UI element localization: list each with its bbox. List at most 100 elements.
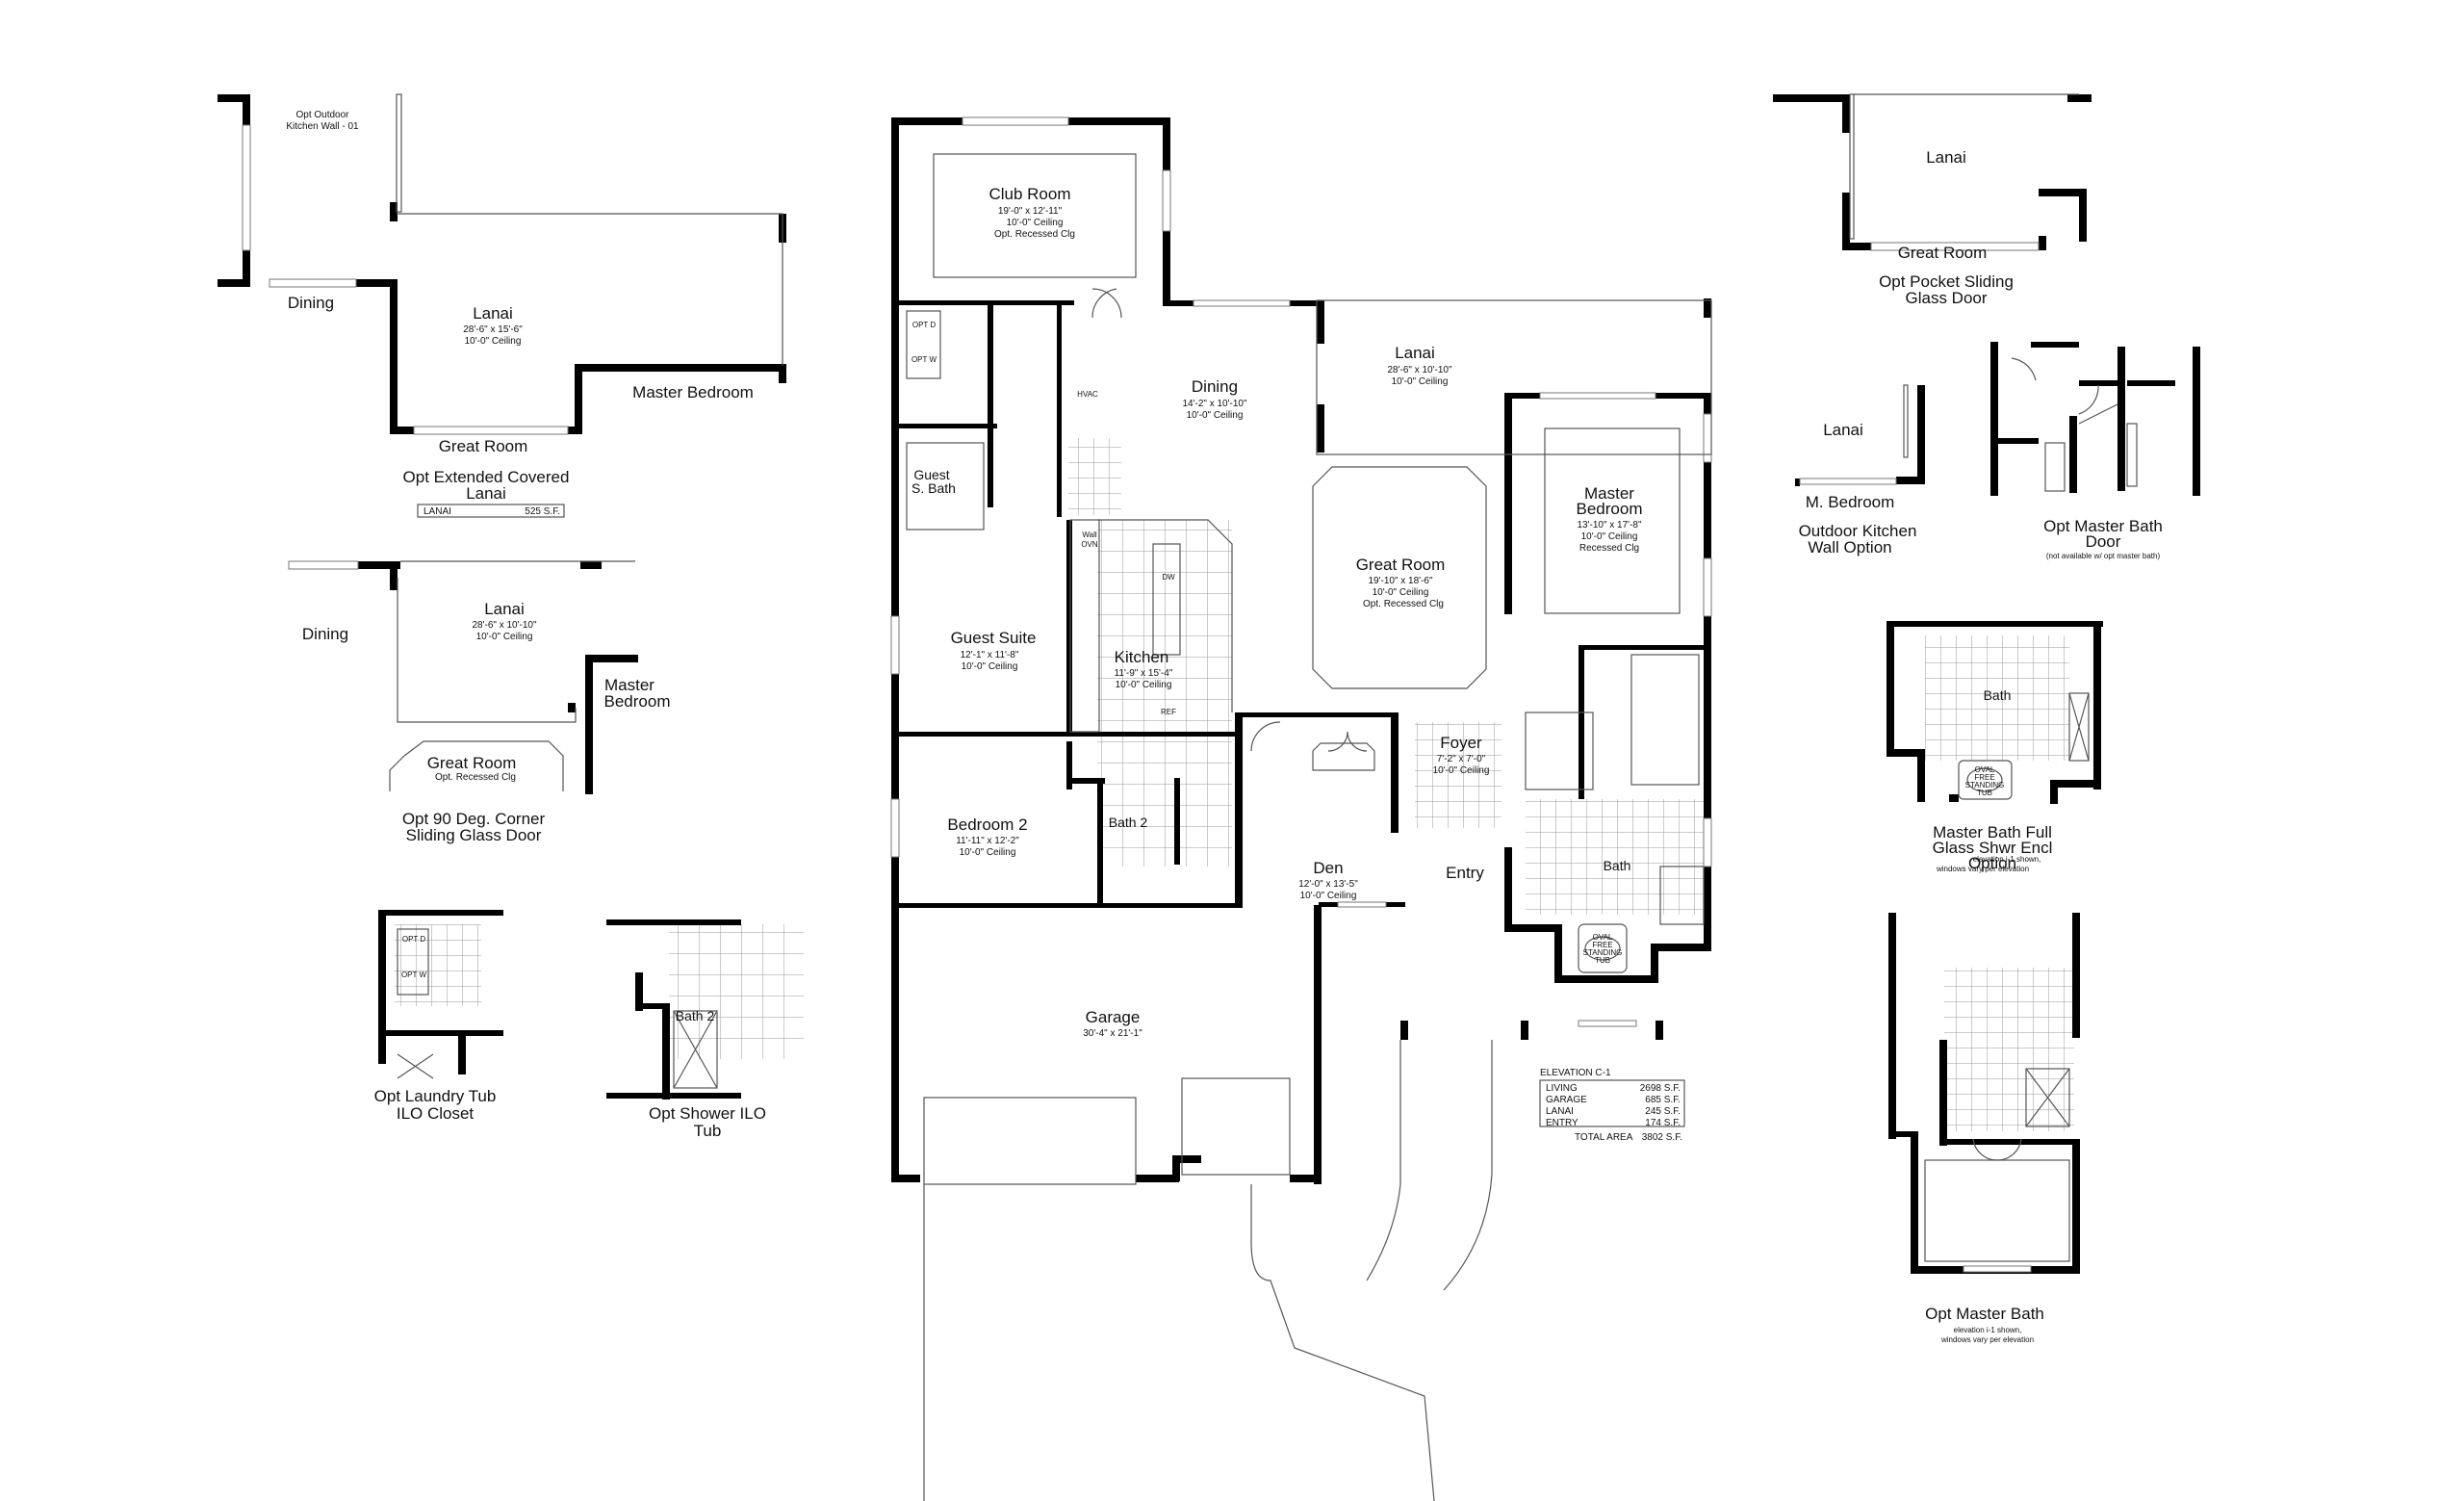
master-bedroom-name-2: Bedroom [1577, 500, 1643, 518]
great-room: Great Room 19'-10" x 18'-6" 10'-0" Ceili… [1356, 556, 1446, 609]
great-room-dims: 19'-10" x 18'-6" [1368, 576, 1433, 586]
windows [890, 116, 1712, 1027]
pantry-tile-floor [1068, 438, 1121, 515]
opt-lanai-area-value: 525 S.F. [525, 506, 560, 517]
lanai: Lanai 28'-6" x 10'-10" 10'-0" Ceiling [1387, 344, 1452, 387]
den-name: Den [1313, 859, 1343, 877]
opt-glass-caption-1: Master Bath Full [1933, 823, 2052, 841]
lanai-ceiling: 10'-0" Ceiling [1392, 376, 1449, 387]
opt-glass-tub-2: FREE [1974, 773, 1994, 782]
great-room-name: Great Room [1356, 556, 1446, 574]
dining-dims: 14'-2" x 10'-10" [1182, 399, 1247, 409]
opt-lanai-area-label: LANAI [424, 506, 451, 517]
foyer: Foyer 7'-2" x 7'-0" 10'-0" Ceiling [1433, 734, 1490, 776]
den-ceiling: 10'-0" Ceiling [1300, 891, 1357, 901]
opt-corner-dining-label: Dining [302, 625, 348, 643]
wall-oven-label-1: Wall [1082, 531, 1096, 539]
area-table-title: ELEVATION C-1 [1540, 1068, 1611, 1078]
area-total-label: TOTAL AREA [1575, 1132, 1633, 1143]
opt-glass-caption-3: Option [1968, 854, 2016, 872]
opt-corner-lanai-dims: 28'-6" x 10'-10" [472, 620, 537, 631]
opt-lanai-caption-2: Lanai [466, 484, 506, 503]
area-total-value: 3802 S.F. [1642, 1132, 1682, 1143]
option-shower: Bath 2 Opt Shower ILO Tub [606, 919, 804, 1140]
tub-label-2: FREE [1592, 941, 1612, 949]
tub-label-1: OVAL [1593, 933, 1613, 942]
opt-lanai-master-label: Master Bedroom [632, 383, 754, 401]
guest-bath: Guest S. Bath [911, 467, 956, 496]
foyer-name: Foyer [1440, 734, 1482, 752]
opt-pocket-lanai: Lanai [1926, 148, 1966, 167]
opt-outdoor-kitchen-line-2: Kitchen Wall - 01 [286, 121, 359, 132]
opt-pocket-caption-1: Opt Pocket Sliding [1879, 272, 2014, 291]
opt-corner-master-2: Bedroom [604, 692, 671, 711]
opt-outdoor-lanai: Lanai [1823, 421, 1863, 439]
opt-shower-room: Bath 2 [676, 1008, 715, 1023]
option-extended-lanai: Opt Outdoor Kitchen Wall - 01 Dining Lan… [218, 93, 786, 518]
opt-glass-tub-4: TUB [1977, 789, 1992, 797]
opt-glass-shower-room: Bath [1984, 687, 2012, 703]
kitchen-dims: 11'-9" x 15'-4" [1115, 668, 1173, 679]
opt-bath-door-note: (not available w/ opt master bath) [2046, 552, 2161, 560]
garage-name: Garage [1086, 1008, 1141, 1026]
master-bedroom-option: Recessed Clg [1579, 543, 1639, 554]
opt-master-bath-caption: Opt Master Bath [1925, 1305, 2044, 1323]
opt-master-bath-note-1: elevation i-1 shown, [1954, 1326, 2022, 1334]
option-corner-door: Dining Lanai 28'-6" x 10'-10" 10'-0" Cei… [288, 560, 671, 844]
dining-room: Dining 14'-2" x 10'-10" 10'-0" Ceiling [1182, 377, 1247, 421]
opt-shower-caption-2: Tub [694, 1122, 722, 1140]
area-row-value: 685 S.F. [1645, 1095, 1681, 1105]
option-master-bath: Opt Master Bath elevation i-1 shown, win… [1888, 913, 2080, 1344]
opt-outdoor-caption-1: Outdoor Kitchen [1799, 522, 1917, 540]
opt-glass-caption-2: Glass Shwr Encl [1933, 839, 2053, 857]
entry-name: Entry [1446, 864, 1484, 882]
master-bath-name: Bath [1604, 858, 1631, 873]
fixture-labels: HVAC Wall OVN DW REF OPT D OPT W OVAL FR… [911, 321, 1622, 965]
master-bedroom-ceiling: 10'-0" Ceiling [1581, 531, 1638, 542]
dining-name: Dining [1192, 377, 1238, 396]
guest-suite-dims: 12'-1" x 11'-8" [961, 650, 1019, 660]
opt-outdoor-m-bedroom: M. Bedroom [1806, 493, 1895, 511]
driveway [923, 1184, 1435, 1501]
tub-label-4: TUB [1595, 956, 1610, 965]
master-bedroom: Master Bedroom 13'-10" x 17'-8" 10'-0" C… [1577, 484, 1643, 554]
option-outdoor-kitchen: Lanai M. Bedroom Outdoor Kitchen Wall Op… [1795, 384, 1925, 556]
opt-glass-note-2: windows vary per elevation [1936, 865, 2029, 873]
main-floor-plan: Club Room 19'-0" x 12'-11" 10'-0" Ceilin… [890, 116, 1712, 1501]
guest-suite: Guest Suite 12'-1" x 11'-8" 10'-0" Ceili… [951, 629, 1037, 672]
bath-2-name: Bath 2 [1109, 815, 1148, 830]
kitchen-tile-floor [1097, 520, 1232, 712]
garage: Garage 30'-4" x 21'-1" [1083, 1008, 1142, 1039]
opt-lanai-dims: 28'-6" x 15'-6" [463, 324, 523, 335]
foyer-tile-floor [1415, 722, 1502, 828]
area-row-value: 245 S.F. [1645, 1106, 1681, 1117]
area-row-value: 174 S.F. [1645, 1118, 1681, 1128]
opt-corner-caption-2: Sliding Glass Door [406, 826, 542, 844]
opt-lanai-ceiling: 10'-0" Ceiling [465, 336, 522, 347]
foyer-ceiling: 10'-0" Ceiling [1433, 765, 1490, 776]
club-room-name: Club Room [988, 185, 1070, 203]
master-bath-tile-floor [1526, 799, 1708, 915]
area-row-label: GARAGE [1546, 1095, 1587, 1105]
area-row-label: ENTRY [1546, 1118, 1578, 1128]
master-bedroom-name-1: Master [1584, 484, 1634, 503]
opt-master-bath-note-2: windows vary per elevation [1940, 1335, 2034, 1344]
opt-pocket-great-room: Great Room [1898, 244, 1988, 262]
opt-laundry-caption-2: ILO Closet [397, 1104, 475, 1123]
opt-outdoor-caption-2: Wall Option [1808, 538, 1891, 556]
dishwasher-label: DW [1162, 573, 1175, 582]
lanai-dims: 28'-6" x 10'-10" [1387, 365, 1452, 375]
opt-outdoor-kitchen-line-1: Opt Outdoor [295, 110, 349, 120]
guest-bath-name-1: Guest [913, 467, 949, 482]
kitchen-ceiling: 10'-0" Ceiling [1116, 680, 1172, 690]
great-room-ceiling: 10'-0" Ceiling [1373, 587, 1429, 598]
guest-suite-ceiling: 10'-0" Ceiling [962, 661, 1018, 672]
bedroom-2-ceiling: 10'-0" Ceiling [960, 847, 1016, 858]
bath2-tile-floor [1097, 712, 1232, 867]
great-room-option: Opt. Recessed Clg [1363, 599, 1444, 609]
opt-corner-master-1: Master [604, 676, 654, 694]
refrigerator-label: REF [1161, 708, 1176, 716]
opt-pocket-caption-2: Glass Door [1905, 289, 1987, 307]
area-row-label: LANAI [1546, 1106, 1574, 1117]
